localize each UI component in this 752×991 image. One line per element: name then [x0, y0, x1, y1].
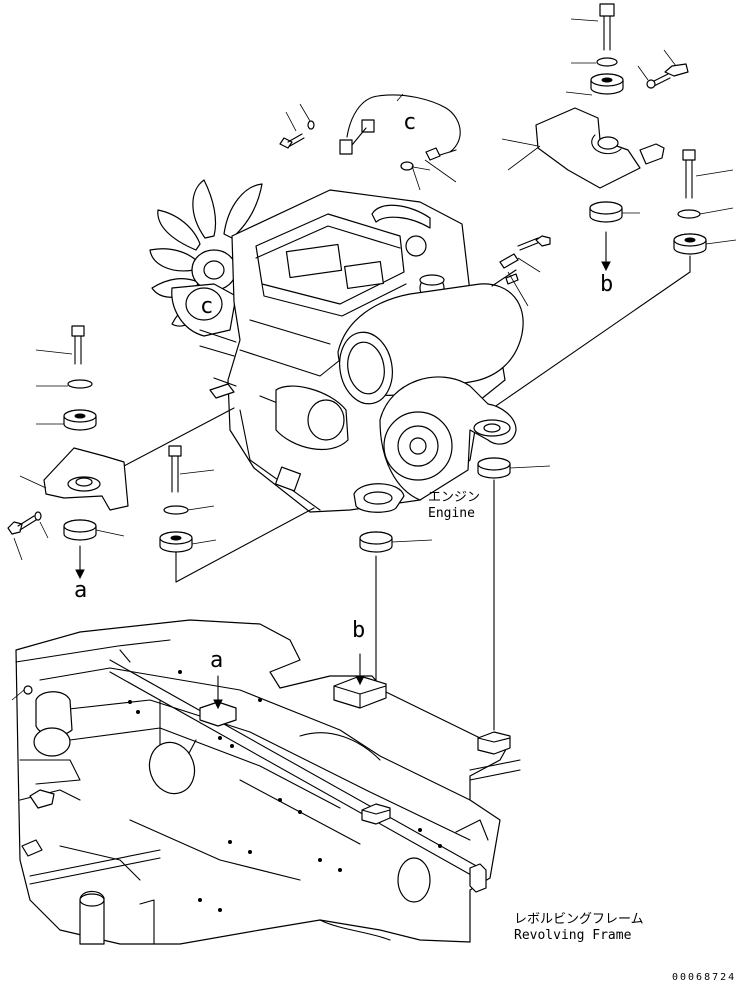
callout-c-engine: c: [200, 294, 214, 319]
callout-b-frame: b: [352, 618, 366, 643]
revolving-frame: [11, 619, 521, 945]
left-mount: [7, 325, 129, 580]
far-right-mount: [489, 149, 737, 411]
part-number: 00068724: [672, 972, 737, 983]
frame-label-jp: レボルビングフレーム: [514, 912, 644, 927]
sensor-cable: [339, 93, 461, 161]
right-mount-bracket: [501, 3, 689, 272]
sensor-washer: [400, 161, 414, 171]
rear-right-mount-rubber: [477, 457, 551, 731]
callout-a-frame: a: [210, 648, 224, 673]
engine-label-en: Engine: [428, 506, 475, 521]
frame-label: レボルビングフレーム Revolving Frame: [514, 912, 644, 944]
callout-c-top: c: [403, 110, 417, 135]
engine-label: エンジン Engine: [428, 490, 480, 522]
callout-a-left: a: [74, 578, 88, 603]
center-mount: [159, 445, 217, 553]
engine-label-jp: エンジン: [428, 490, 481, 505]
top-bolt: [279, 103, 315, 149]
callout-b-right: b: [600, 272, 614, 297]
frame-label-en: Revolving Frame: [514, 928, 632, 943]
engine-assembly: [149, 179, 551, 513]
